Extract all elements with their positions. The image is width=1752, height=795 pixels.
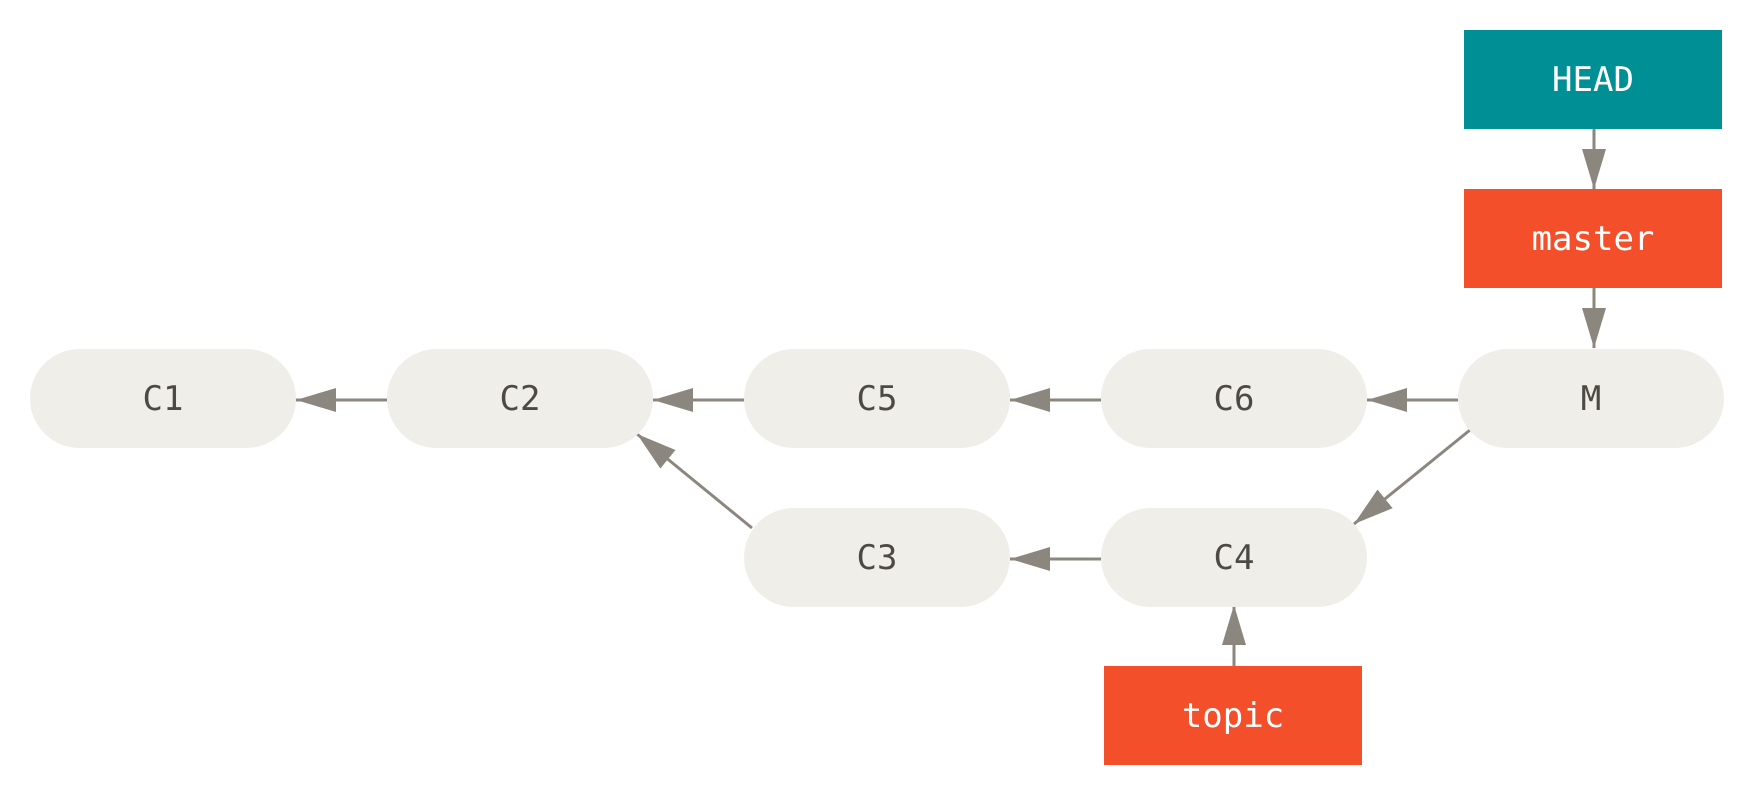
- commit-c3-label: C3: [857, 538, 898, 578]
- commit-c1[interactable]: C1: [30, 349, 296, 448]
- edges: [296, 129, 1606, 666]
- commit-c6[interactable]: C6: [1101, 349, 1367, 448]
- commit-c2[interactable]: C2: [387, 349, 653, 448]
- commit-c5-label: C5: [857, 379, 898, 419]
- commit-c4-pill: [1101, 508, 1367, 607]
- commit-m-label: M: [1581, 379, 1601, 419]
- commit-c2-label: C2: [500, 379, 541, 419]
- commit-c5-pill: [744, 349, 1010, 448]
- commit-c4[interactable]: C4: [1101, 508, 1367, 607]
- ref-master-label: master: [1532, 219, 1655, 259]
- ref-topic[interactable]: topic: [1104, 666, 1362, 765]
- ref-head-label: HEAD: [1552, 60, 1634, 100]
- commits: C1 C2 C5 C6 M C3 C4: [30, 349, 1724, 607]
- edge-c3-to-c2: [636, 432, 753, 530]
- ref-head-box: [1464, 30, 1722, 129]
- commit-m[interactable]: M: [1458, 349, 1724, 448]
- commit-c1-pill: [30, 349, 296, 448]
- commit-m-pill: [1458, 349, 1724, 448]
- ref-master-box: [1464, 189, 1722, 288]
- commit-c3-pill: [744, 508, 1010, 607]
- ref-topic-label: topic: [1182, 696, 1284, 736]
- commit-c6-label: C6: [1214, 379, 1255, 419]
- ref-master[interactable]: master: [1464, 189, 1722, 288]
- commit-c4-label: C4: [1214, 538, 1255, 578]
- commit-c2-pill: [387, 349, 653, 448]
- refs: HEAD master topic: [1104, 30, 1722, 765]
- commit-c5[interactable]: C5: [744, 349, 1010, 448]
- edge-m-to-c4: [1353, 428, 1471, 526]
- commit-c1-label: C1: [143, 379, 184, 419]
- ref-head[interactable]: HEAD: [1464, 30, 1722, 129]
- commit-c3[interactable]: C3: [744, 508, 1010, 607]
- commit-c6-pill: [1101, 349, 1367, 448]
- ref-topic-box: [1104, 666, 1362, 765]
